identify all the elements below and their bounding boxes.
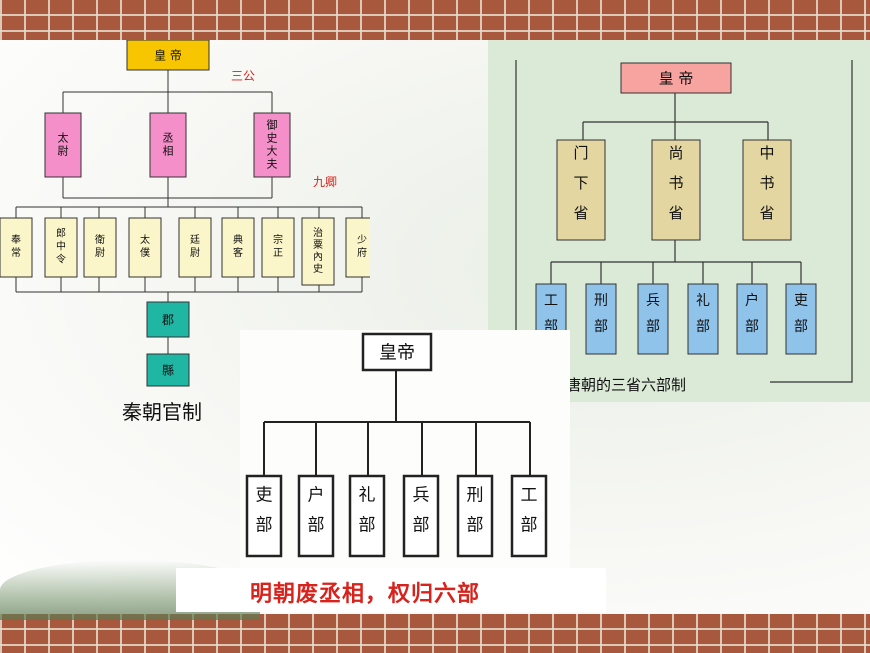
ming-bu-node-5: 刑部 [456, 474, 494, 558]
sheng-node-1: 门下省 [556, 139, 606, 241]
svg-text:户部: 户部 [745, 292, 759, 335]
svg-text:吏部: 吏部 [256, 485, 273, 535]
svg-text:典客: 典客 [233, 233, 243, 259]
svg-text:太僕: 太僕 [140, 233, 150, 259]
svg-text:郎中令: 郎中令 [56, 227, 66, 266]
brick-wall-bottom [0, 614, 870, 653]
svg-text:奉常: 奉常 [11, 233, 21, 259]
svg-text:吏部: 吏部 [794, 293, 808, 335]
brick-wall-top [0, 0, 870, 40]
tang-bu-node-6: 吏部 [785, 283, 817, 355]
sangong-label: 三公 [231, 69, 255, 83]
tang-bu-node-2: 刑部 [585, 283, 617, 355]
svg-text:宗正: 宗正 [273, 233, 283, 259]
tang-bu-node-5: 户部 [736, 283, 768, 355]
ming-bu-node-3: 礼部 [348, 474, 386, 558]
jiuqing-node-9: 少府 [345, 217, 370, 278]
sheng-node-3: 中书省 [742, 139, 792, 241]
svg-text:尚书省: 尚书省 [668, 144, 683, 222]
jiuqing-node-6: 典客 [221, 217, 255, 278]
tang-bu-node-4: 礼部 [687, 283, 719, 355]
sangong-node-1: 太尉 [44, 112, 82, 178]
ming-bu-node-2: 户部 [297, 474, 335, 558]
xian-node: 縣 [146, 353, 190, 387]
jiuqing-node-1: 奉常 [0, 217, 33, 278]
ming-emperor-node: 皇帝 [361, 332, 433, 372]
svg-text:礼部: 礼部 [359, 485, 376, 535]
svg-text:衛尉: 衛尉 [95, 233, 105, 259]
svg-text:御史大夫: 御史大夫 [267, 117, 278, 170]
tang-caption: 唐朝的三省六部制 [560, 374, 693, 395]
svg-text:太尉: 太尉 [58, 131, 69, 157]
jiuqing-node-7: 宗正 [261, 217, 295, 278]
svg-text:治粟內史: 治粟內史 [313, 226, 323, 275]
svg-text:皇 帝: 皇 帝 [154, 47, 182, 62]
ming-bu-node-6: 工部 [510, 474, 548, 558]
svg-text:刑部: 刑部 [594, 293, 608, 335]
sangong-node-2: 丞相 [149, 112, 187, 178]
svg-text:兵部: 兵部 [413, 485, 430, 535]
svg-text:廷尉: 廷尉 [190, 234, 200, 259]
svg-text:户部: 户部 [308, 485, 325, 535]
svg-text:皇帝: 皇帝 [379, 342, 415, 363]
jiuqing-node-2: 郎中令 [44, 217, 78, 278]
svg-text:皇 帝: 皇 帝 [659, 69, 694, 87]
svg-text:少府: 少府 [357, 234, 367, 259]
sangong-node-3: 御史大夫 [253, 112, 291, 178]
jiuqing-label: 九卿 [313, 175, 337, 189]
sheng-node-2: 尚书省 [651, 139, 701, 241]
jun-node: 郡 [146, 301, 190, 338]
qin-caption: 秦朝官制 [122, 400, 202, 424]
svg-text:兵部: 兵部 [646, 293, 660, 335]
svg-text:礼部: 礼部 [696, 293, 710, 335]
tang-bu-node-3: 兵部 [637, 283, 669, 355]
ming-caption: 明朝废丞相，权归六部 [250, 582, 481, 607]
ming-bu-node-1: 吏部 [245, 474, 283, 558]
svg-text:中书省: 中书省 [759, 144, 774, 222]
jiuqing-node-5: 廷尉 [178, 217, 212, 278]
jiuqing-node-4: 太僕 [128, 217, 162, 278]
ming-bu-node-4: 兵部 [402, 474, 440, 558]
svg-text:縣: 縣 [162, 363, 174, 377]
ming-caption-background [176, 568, 606, 612]
jiuqing-node-3: 衛尉 [83, 217, 117, 278]
svg-text:刑部: 刑部 [467, 485, 484, 535]
qin-emperor-node: 皇 帝 [126, 40, 210, 71]
svg-text:工部: 工部 [521, 485, 538, 535]
svg-text:郡: 郡 [162, 313, 174, 327]
svg-text:丞相: 丞相 [163, 131, 174, 157]
svg-text:门下省: 门下省 [573, 144, 588, 222]
tang-emperor-node: 皇 帝 [620, 62, 732, 94]
jiuqing-node-8: 治粟內史 [301, 217, 335, 286]
